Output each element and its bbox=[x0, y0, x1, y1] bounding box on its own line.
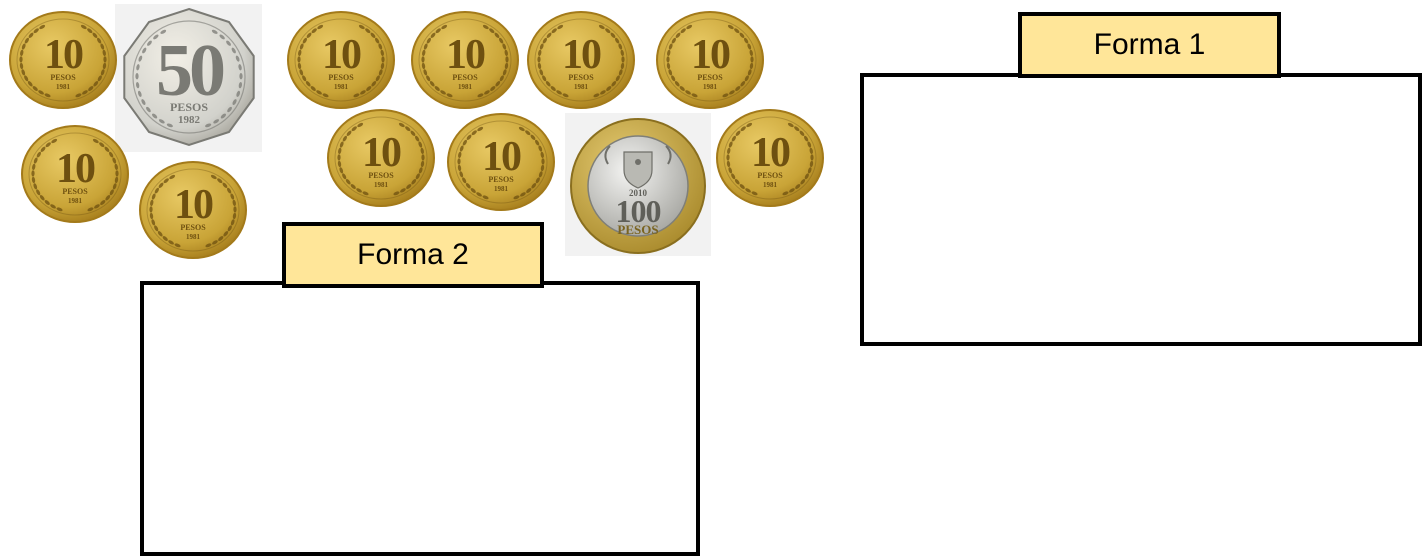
svg-text:PESOS: PESOS bbox=[697, 73, 723, 82]
forma-1-label-text: Forma 1 bbox=[1094, 28, 1206, 62]
svg-text:10: 10 bbox=[44, 32, 83, 78]
svg-text:1981: 1981 bbox=[186, 233, 201, 241]
svg-text:1981: 1981 bbox=[574, 83, 589, 91]
svg-text:PESOS: PESOS bbox=[757, 171, 783, 180]
svg-text:1981: 1981 bbox=[374, 181, 389, 189]
svg-text:PESOS: PESOS bbox=[180, 223, 206, 232]
svg-text:1981: 1981 bbox=[703, 83, 718, 91]
svg-text:PESOS: PESOS bbox=[568, 73, 594, 82]
svg-text:PESOS: PESOS bbox=[62, 187, 88, 196]
svg-text:10: 10 bbox=[174, 182, 213, 228]
svg-text:PESOS: PESOS bbox=[50, 73, 76, 82]
svg-text:PESOS: PESOS bbox=[488, 175, 514, 184]
svg-text:10: 10 bbox=[691, 32, 730, 78]
svg-text:10: 10 bbox=[56, 146, 95, 192]
forma-1-drop-box[interactable] bbox=[860, 73, 1422, 346]
svg-text:PESOS: PESOS bbox=[328, 73, 354, 82]
svg-text:10: 10 bbox=[322, 32, 361, 78]
svg-text:1981: 1981 bbox=[334, 83, 349, 91]
forma-2-drop-box[interactable] bbox=[140, 281, 700, 556]
svg-text:PESOS: PESOS bbox=[452, 73, 478, 82]
forma-2-label-text: Forma 2 bbox=[357, 238, 469, 272]
svg-text:PESOS: PESOS bbox=[170, 100, 208, 114]
svg-text:1981: 1981 bbox=[56, 83, 71, 91]
svg-text:10: 10 bbox=[562, 32, 601, 78]
svg-text:10: 10 bbox=[446, 32, 485, 78]
forma-2-label: Forma 2 bbox=[282, 222, 544, 288]
svg-text:1981: 1981 bbox=[763, 181, 778, 189]
svg-text:10: 10 bbox=[751, 130, 790, 176]
svg-text:PESOS: PESOS bbox=[368, 171, 394, 180]
svg-text:1981: 1981 bbox=[494, 185, 509, 193]
forma-1-label: Forma 1 bbox=[1018, 12, 1281, 78]
svg-text:PESOS: PESOS bbox=[617, 222, 658, 237]
svg-text:1982: 1982 bbox=[178, 114, 201, 126]
svg-text:1981: 1981 bbox=[68, 197, 83, 205]
svg-text:10: 10 bbox=[482, 134, 521, 180]
svg-text:1981: 1981 bbox=[458, 83, 473, 91]
svg-text:10: 10 bbox=[362, 130, 401, 176]
